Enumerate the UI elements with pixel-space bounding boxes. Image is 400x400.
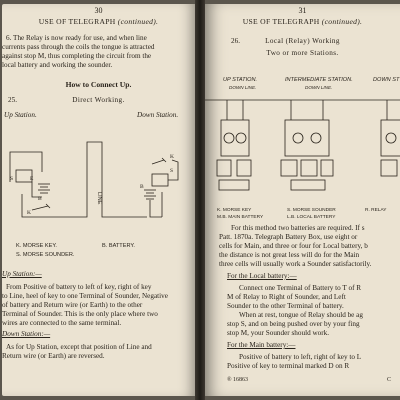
paragraph-line: stop S, and on being pushed over by your… [227,320,360,328]
line-label: LINE [96,192,102,205]
down-station-label: Down Station. [137,111,179,119]
page-number: 30 [94,6,103,15]
left-page: 30 USE OF TELEGRAPH (continued). 6. The … [2,4,195,396]
up-station-heading: Up Station:— [2,270,42,278]
circuit-wire [9,151,43,182]
section-number: 26. [231,37,240,45]
diagram-letter: K [27,210,31,216]
legend-local-battery: L.B. LOCAL BATTERY [287,215,336,220]
legend-morse-sounder: S. MORSE SOUNDER. [16,252,75,258]
station-sub: DOWN LINE. [305,85,333,90]
diagram-letter: S [10,176,13,182]
paragraph-line: Terminal of Sounder. This is the only pl… [2,310,158,318]
header-title: USE OF TELEGRAPH [242,17,320,26]
morse-key-symbol [31,203,51,211]
direct-working-diagram: LINE E S B K B S K [9,141,179,218]
page-number: 31 [298,6,307,15]
paragraph-line: For this method two batteries are requir… [231,224,365,232]
page-header: USE OF TELEGRAPH (continued). [205,18,400,26]
paragraph-line: Sounder to the other Terminal of battery… [227,302,344,310]
circuit-wire [21,194,47,218]
paragraph-line: the distance is not great less will do f… [219,251,360,259]
page-header: USE OF TELEGRAPH (continued). [2,18,195,26]
section-title: Direct Working. [72,96,125,104]
sounder-symbol [151,173,169,187]
diagram-letter: S [170,168,173,174]
battery-symbol [280,159,298,177]
paragraph-line: three cells will usually work a Sounder … [219,260,372,268]
station-name: DOWN ST [373,77,400,83]
paragraph-line: 6. The Relay is now ready for use, and w… [6,34,147,42]
battery-symbol [380,159,398,177]
station-name: UP STATION. [223,77,258,83]
relay-working-diagram [205,99,400,191]
section-number: 25. [8,96,17,104]
paragraph-line: stop M, your Sounder should work. [227,329,330,337]
paragraph-line: of battery and Return wire (or Earth) to… [2,301,143,309]
diagram-letter: B [38,196,42,202]
paragraph-line: currents pass through the coils the tong… [2,43,155,51]
section-title: Local (Relay) Working [265,37,340,45]
paragraph-line: M of Relay to Right of Sounder, and Left [227,293,346,301]
book-gutter [195,0,205,400]
legend-battery: B. BATTERY. [102,243,135,249]
right-page: 31 USE OF TELEGRAPH (continued). 26. Loc… [205,4,400,396]
paragraph-line: against stop M, thus completing the circ… [2,52,152,60]
paragraph-line: Return wire (or Earth) are reversed. [2,352,105,360]
paragraph-line: Connect one Terminal of Battery to T of … [239,284,362,292]
down-station-heading: Down Station:— [2,330,51,338]
main-battery-heading: For the Main battery:— [227,341,296,349]
legend-relay: R. RELAY [365,208,387,213]
paragraph-line: local battery and working the sounder. [2,61,113,69]
station-sub: DOWN LINE. [229,85,257,90]
battery-symbol [320,159,334,177]
diagram-letter: B [140,184,144,190]
diagram-letter: E [30,176,34,182]
paragraph-line: From Positive of battery to left of key,… [6,283,152,291]
up-station-label: Up Station. [4,111,37,119]
paragraph-line: Positive of key to terminal marked D on … [227,362,350,370]
legend-morse-key: K. MORSE KEY. [16,243,57,249]
paragraph-line: cells for Main, and three or four for Lo… [219,242,368,250]
local-battery-heading: For the Local battery:— [227,272,297,280]
paragraph-line: wires are connected to the same terminal… [2,319,122,327]
paragraph-line: Patt. 1870a. Telegraph Battery Box, use … [219,233,358,241]
station-name: INTERMEDIATE STATION. [285,77,353,83]
footer-code: ® 16863 [227,377,249,383]
relay-symbol [380,119,400,157]
paragraph-line: to Line, heel of key to one Terminal of … [2,292,168,300]
legend-morse-sounder: S. MORSE SOUNDER [287,208,336,213]
sounder-symbol [15,169,33,183]
header-suffix: (continued). [117,17,159,26]
paragraph-line: As for Up Station, except that position … [6,343,152,351]
diagram-letter: K [170,154,174,160]
sounder-symbol [300,159,318,177]
relay-symbol [284,119,330,157]
morse-key-symbol [151,157,167,165]
battery-symbol [216,159,232,177]
morse-key-symbol [290,179,326,191]
legend-morse-key: K. MORSE KEY [217,208,252,213]
paragraph-line: Positive of battery to left, right of ke… [239,353,362,361]
section-heading: How to Connect Up. [65,80,132,89]
line-wire [47,141,147,218]
relay-symbol [220,119,250,157]
sounder-symbol [236,159,252,177]
header-title: USE OF TELEGRAPH [38,17,116,26]
footer-letter: C [387,377,392,383]
section-subtitle: Two or more Stations. [266,49,339,57]
header-suffix: (continued). [321,17,363,26]
paragraph-line: When at rest, tongue of Relay should be … [239,311,363,319]
circuit-wire [31,182,42,198]
morse-key-symbol [218,179,250,191]
legend-main-battery: M.B. MAIN BATTERY [217,215,264,220]
